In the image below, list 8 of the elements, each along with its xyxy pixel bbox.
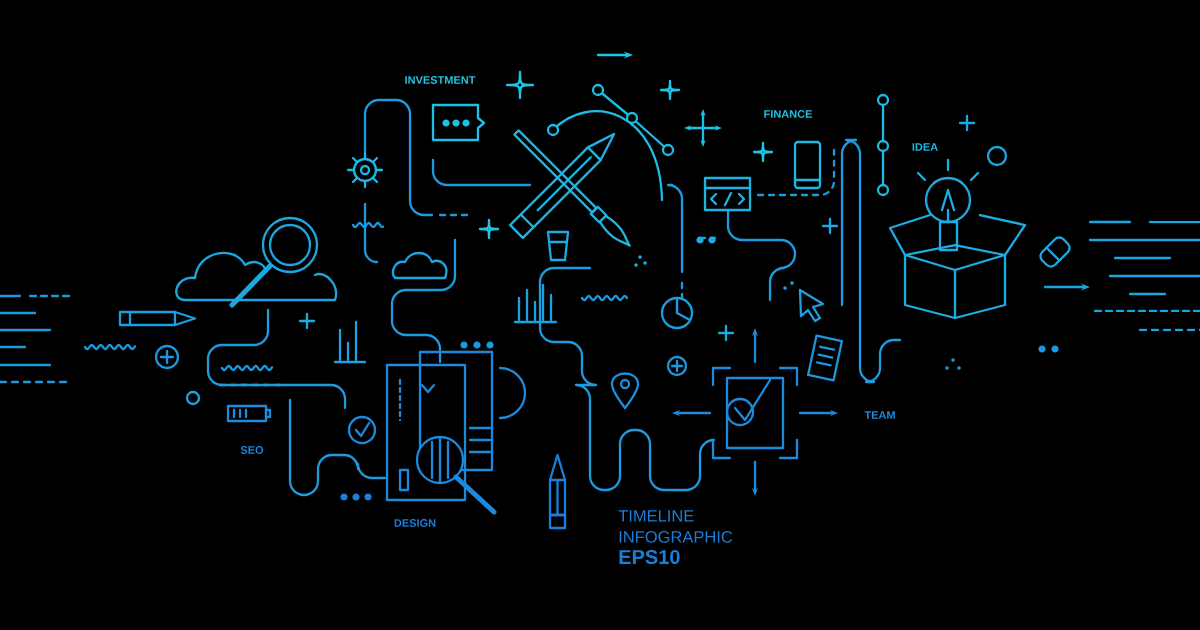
section-label: SEO bbox=[240, 446, 264, 454]
section-label: IDEA bbox=[912, 143, 938, 151]
title: TIMELINE INFOGRAPHIC bbox=[618, 510, 733, 543]
section-label: DESIGN bbox=[394, 519, 436, 527]
section-label: TEAM bbox=[864, 411, 895, 419]
format-label: EPS10 bbox=[619, 549, 680, 565]
section-label: FINANCE bbox=[764, 110, 812, 118]
section-label: INVESTMENT bbox=[405, 76, 476, 84]
